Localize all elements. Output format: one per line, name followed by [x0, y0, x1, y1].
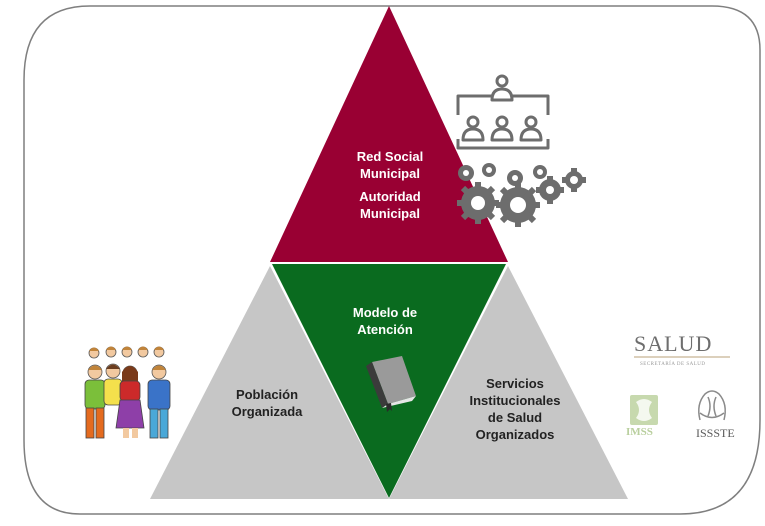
people-group-icon	[84, 346, 171, 439]
autoridad-municipal-label: Autoridad Municipal	[359, 189, 421, 221]
top-triangle	[270, 6, 508, 262]
gears-icon	[457, 163, 586, 227]
imss-label: IMSS	[626, 426, 653, 438]
imss-logo	[630, 395, 658, 425]
rounded-frame	[23, 5, 761, 515]
red-social-municipal-label: Red Social Municipal	[356, 149, 424, 181]
issste-logo	[698, 390, 726, 421]
org-chart-icon	[456, 74, 550, 150]
servicios-institucionales-label: Servicios Institucionales de Salud Organ…	[469, 376, 561, 442]
salud-subtitle: SECRETARÍA DE SALUD	[640, 362, 706, 367]
book-icon	[366, 356, 416, 412]
salud-logo: SALUD	[634, 331, 713, 356]
right-triangle	[389, 266, 628, 499]
modelo-atencion-label: Modelo de Atención	[352, 305, 418, 337]
poblacion-organizada-label: Población Organizada	[231, 387, 303, 419]
issste-label: ISSSTE	[696, 426, 735, 440]
left-triangle	[150, 266, 389, 499]
